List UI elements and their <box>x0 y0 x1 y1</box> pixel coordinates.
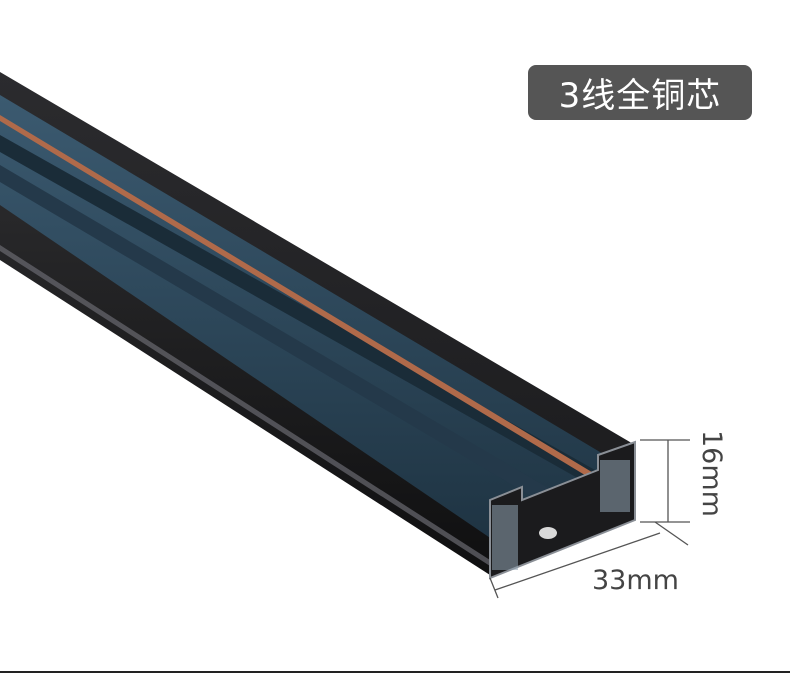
channel-lower-ridge <box>0 165 560 510</box>
width-dimension-line <box>489 521 689 599</box>
feature-badge: 3线全铜芯 <box>528 65 752 120</box>
copper-conductor <box>0 115 605 486</box>
bottom-divider <box>0 671 790 673</box>
end-profile-left-flange <box>492 505 518 570</box>
height-dimension-line <box>640 439 690 523</box>
rail-end-profile <box>489 440 636 580</box>
badge-label: 3线全铜芯 <box>558 76 722 116</box>
width-dimension-label: 33mm <box>592 565 679 596</box>
rail-side-highlight <box>0 245 490 566</box>
mounting-hole <box>539 527 557 539</box>
height-dimension-label: 16mm <box>696 430 727 517</box>
channel-inner-ridge <box>0 135 595 485</box>
end-profile-right-flange <box>600 460 630 512</box>
